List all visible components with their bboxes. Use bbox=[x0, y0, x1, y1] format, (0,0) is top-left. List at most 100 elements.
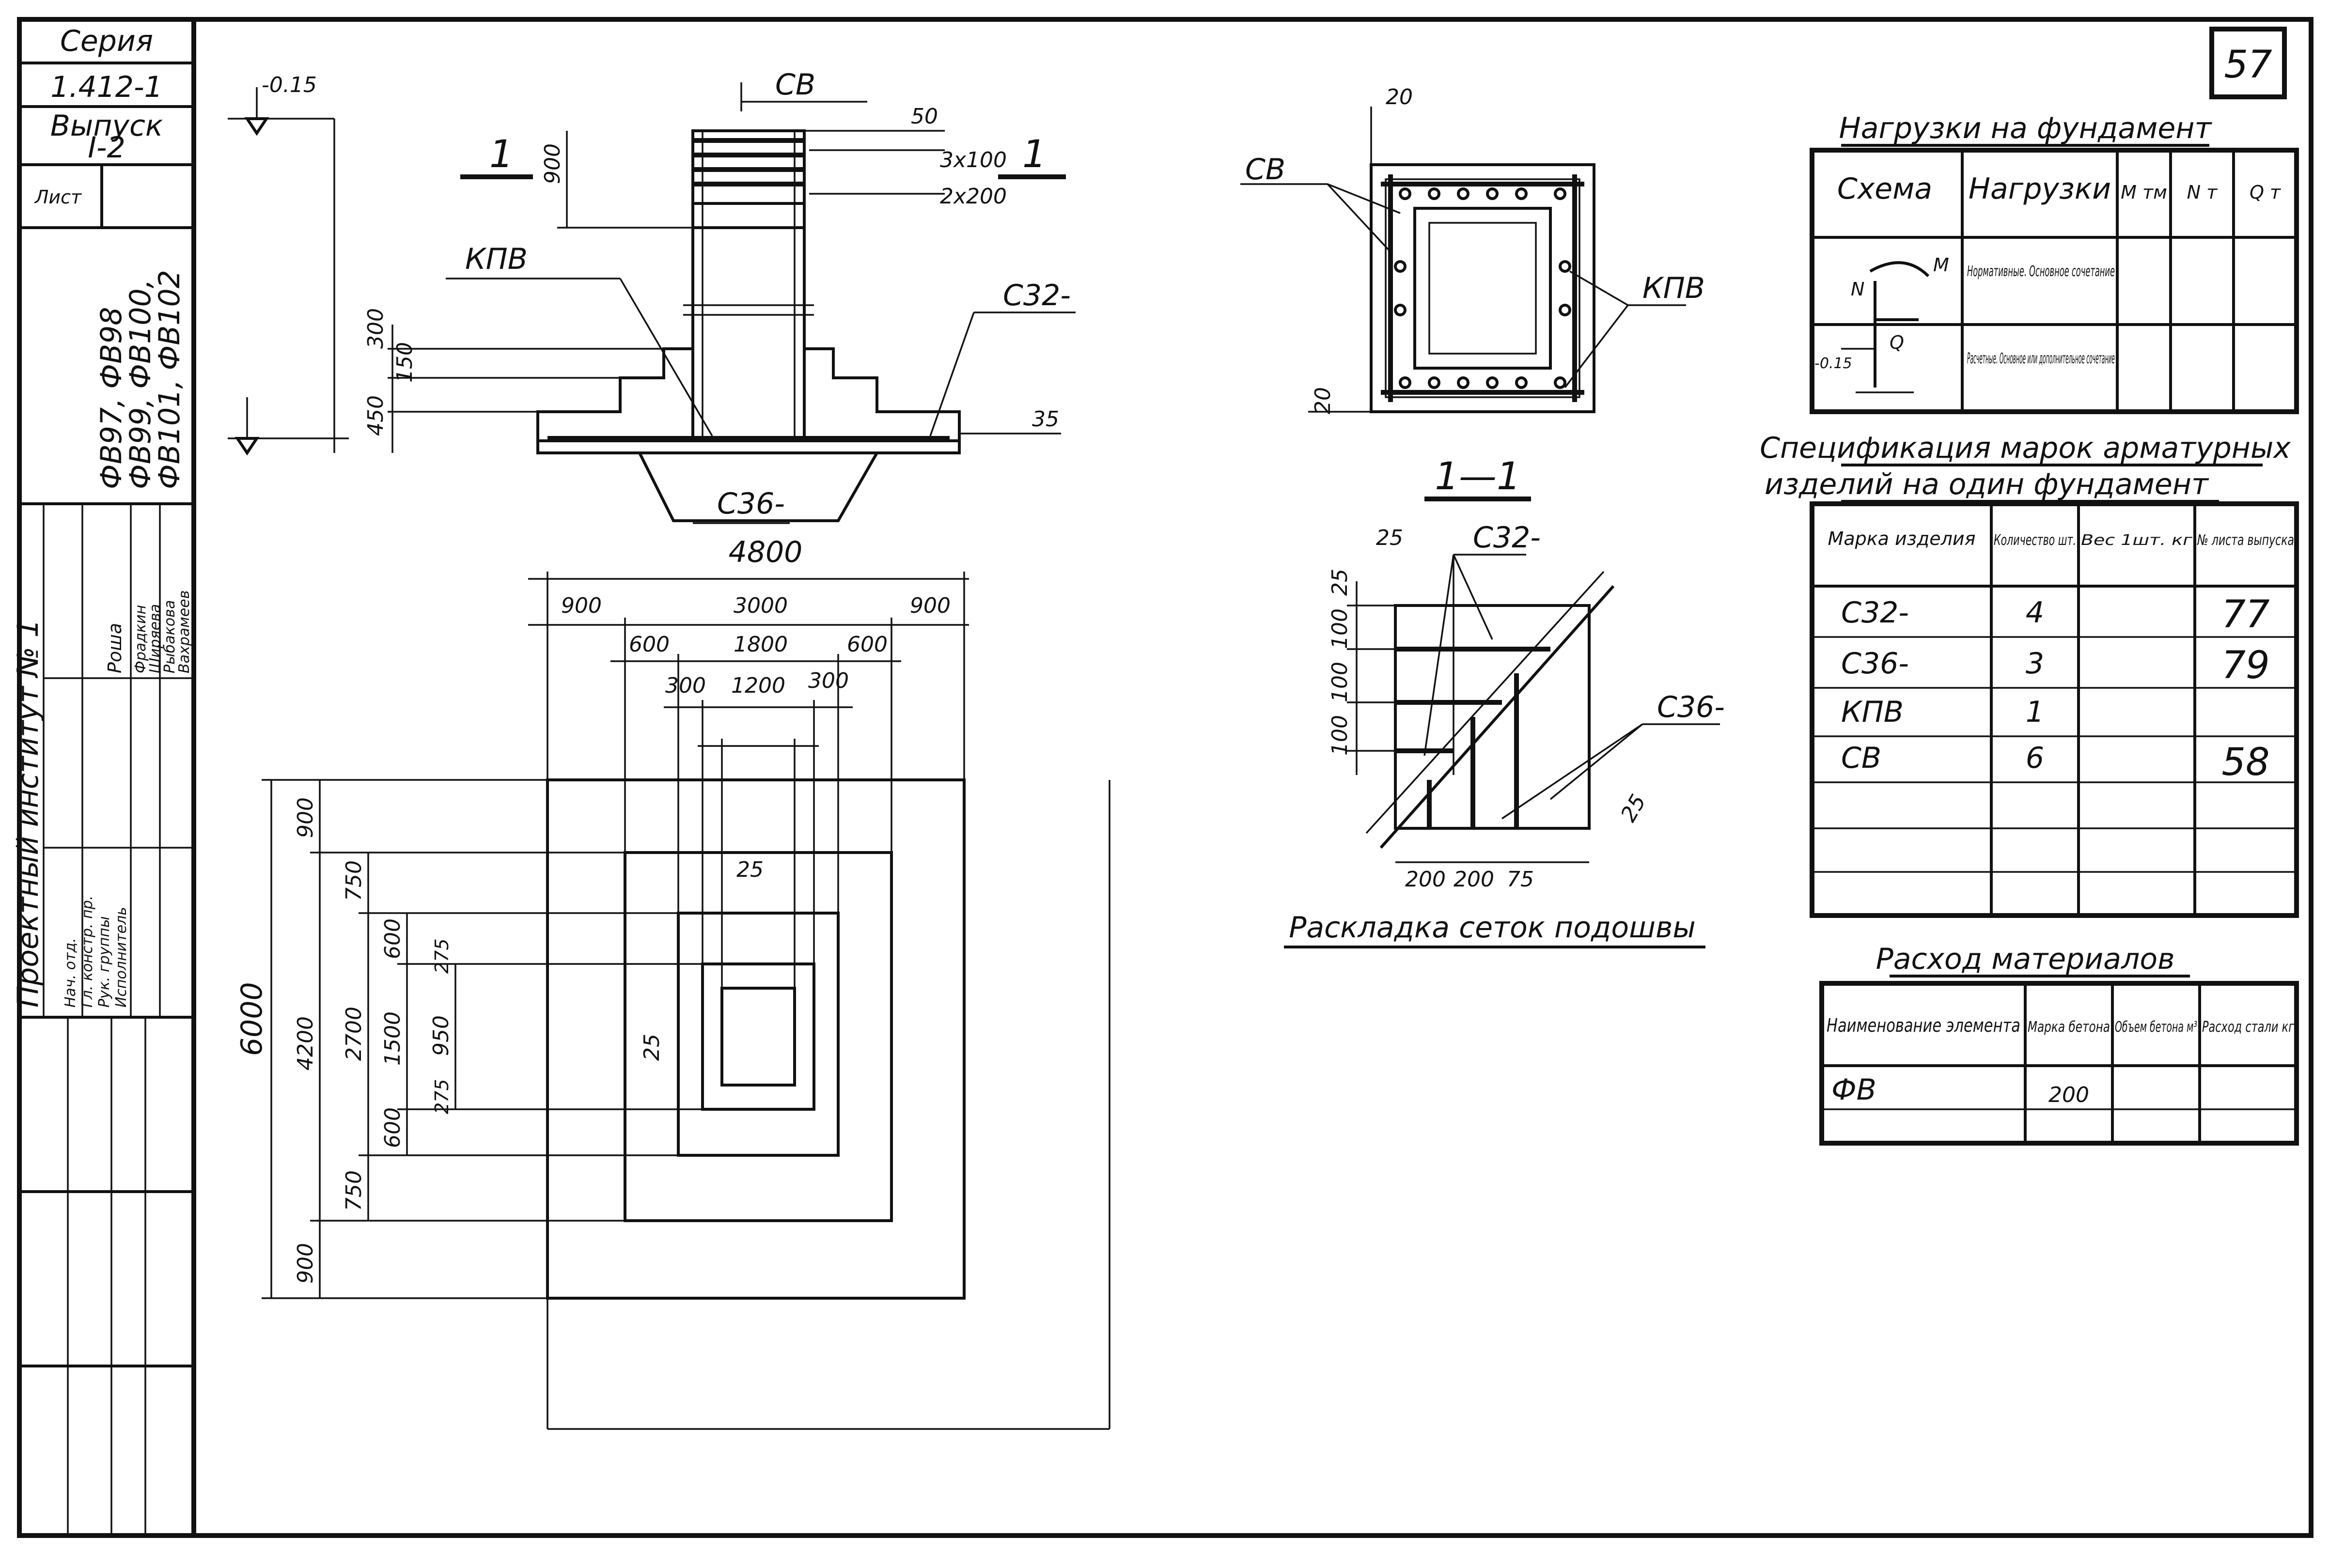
dim-450: 450 bbox=[363, 395, 388, 436]
spec-h-weight: Вес 1шт. кг bbox=[2081, 532, 2192, 549]
dim-20-top: 20 bbox=[1386, 85, 1413, 109]
institute-name: Проектный институт № 1 bbox=[11, 619, 45, 1008]
dim-300-a: 300 bbox=[665, 673, 706, 698]
schema-level: -0.15 bbox=[1814, 355, 1852, 372]
series-label: Серия bbox=[60, 24, 153, 58]
spec-r1-mark: С32- bbox=[1841, 596, 1909, 630]
dim-4200: 4200 bbox=[293, 1016, 318, 1071]
dim-750-b: 750 bbox=[342, 1170, 366, 1211]
spec-r4-mark: СВ bbox=[1841, 741, 1881, 775]
dim-900-b: 900 bbox=[910, 593, 951, 618]
label-cb-section: СВ bbox=[1245, 153, 1285, 186]
dim-25-c: 25 bbox=[1616, 791, 1651, 826]
dim-1200: 1200 bbox=[731, 673, 785, 698]
spec-r1-qty: 4 bbox=[2026, 596, 2044, 630]
loads-title: Нагрузки на фундамент bbox=[1839, 111, 2213, 145]
materials-table: Расход материалов Наименование элемента … bbox=[1819, 942, 2299, 1146]
mesh-caption: Раскладка сеток подошвы bbox=[1289, 911, 1696, 945]
dim-600-a: 600 bbox=[629, 632, 670, 657]
dim-4800: 4800 bbox=[729, 535, 803, 569]
spec-r1-sheet: 77 bbox=[2221, 593, 2269, 637]
column-section: СВ КПВ 20 20 bbox=[1240, 85, 1705, 414]
materials-h-steel: Расход стали кг bbox=[2202, 1019, 2294, 1036]
sheet-frame bbox=[17, 17, 2313, 1538]
spec-h-qty: Количество шт. bbox=[1994, 532, 2076, 549]
loads-h-schema: Схема bbox=[1837, 172, 1932, 206]
dim-750-a: 750 bbox=[342, 860, 366, 901]
section-1-1: 1—1 С32- С36- 25 25 100 100 100 200 200 … bbox=[1284, 455, 1725, 948]
spec-r3-mark: КПВ bbox=[1841, 695, 1904, 729]
dim-275-a: 275 bbox=[431, 938, 453, 974]
section-mark-right: 1 bbox=[1022, 133, 1047, 176]
dim-3000: 3000 bbox=[734, 593, 788, 618]
loads-h-q: Q т bbox=[2250, 182, 2282, 203]
name-3: Рыбакова bbox=[161, 600, 178, 673]
dim-200-b: 200 bbox=[1454, 867, 1494, 892]
label-cb: СВ bbox=[775, 68, 815, 102]
column-body bbox=[691, 129, 806, 442]
spec-title-2: изделий на один фундамент bbox=[1765, 467, 2209, 501]
section-1-1-mark: 1—1 bbox=[1435, 455, 1520, 498]
title-block: Серия 1.412-1 Выпуск I-2 Лист ФВ97, ФВ98… bbox=[11, 24, 194, 1536]
issue-value: I-2 bbox=[88, 131, 125, 165]
dim-50: 50 bbox=[911, 104, 938, 129]
spec-r4-sheet: 58 bbox=[2221, 741, 2269, 784]
dim-100-c: 100 bbox=[1328, 715, 1352, 756]
dim-6000: 6000 bbox=[235, 982, 269, 1056]
role-2: Гл. констр. пр. bbox=[79, 896, 96, 1008]
dim-300-b: 300 bbox=[808, 668, 849, 693]
dim-2700: 2700 bbox=[342, 1007, 366, 1061]
dim-900-c: 900 bbox=[293, 797, 318, 838]
materials-h-volume: Объем бетона м³ bbox=[2115, 1019, 2197, 1036]
foundation-plan: 4800 900 3000 900 600 1800 600 300 1200 … bbox=[235, 535, 1110, 1430]
dim-20-left: 20 bbox=[1311, 387, 1335, 414]
spec-table: Спецификация марок арматурных изделий на… bbox=[1760, 431, 2299, 918]
mesh-outline bbox=[1394, 604, 1591, 830]
page-number-box: 57 bbox=[2209, 27, 2287, 99]
level-marker-top bbox=[244, 117, 269, 136]
loads-h-n: N т bbox=[2187, 182, 2219, 203]
dim-25-b: 25 bbox=[1328, 569, 1352, 596]
dim-100-b: 100 bbox=[1328, 662, 1352, 702]
loads-h-m: M тм bbox=[2121, 182, 2167, 203]
plan-step-1 bbox=[546, 778, 966, 1300]
role-1: Нач. отд. bbox=[62, 938, 79, 1008]
dim-100-a: 100 bbox=[1328, 608, 1352, 649]
spec-r2-qty: 3 bbox=[2026, 647, 2044, 681]
loads-h-loads: Нагрузки bbox=[1969, 172, 2111, 206]
dim-275-b: 275 bbox=[431, 1079, 453, 1114]
label-c32-section: С32- bbox=[1473, 521, 1541, 555]
sheet-label: Лист bbox=[34, 186, 82, 208]
dim-150: 150 bbox=[392, 342, 417, 383]
foundation-elevation: -0.15 СВ КПВ С32- С36- bbox=[228, 68, 1076, 524]
dim-25-left: 25 bbox=[640, 1034, 664, 1061]
footing-base bbox=[536, 439, 961, 454]
loads-row-1: Нормативные. Основное сочетание bbox=[1967, 263, 2115, 280]
dim-3x100: 3х100 bbox=[940, 148, 1007, 172]
foundation-marks-3: ФВ101, ФВ102 bbox=[153, 270, 187, 489]
dim-600-c: 600 bbox=[380, 918, 405, 959]
spec-r4-qty: 6 bbox=[2026, 741, 2044, 775]
foundation-marks-2: ФВ99, ФВ100, bbox=[124, 279, 157, 489]
materials-h-name: Наименование элемента bbox=[1827, 1015, 2020, 1036]
name-1: Фрадкин bbox=[132, 605, 149, 673]
dim-25-a: 25 bbox=[1376, 526, 1403, 550]
dim-900: 900 bbox=[540, 143, 565, 184]
label-c36-section: С36- bbox=[1657, 690, 1725, 724]
dim-75: 75 bbox=[1507, 867, 1534, 892]
col-header: Роша bbox=[104, 623, 125, 673]
label-c36: С36- bbox=[717, 487, 785, 521]
spec-r3-qty: 1 bbox=[2026, 695, 2044, 729]
dim-600-d: 600 bbox=[380, 1107, 405, 1148]
section-mark-left: 1 bbox=[489, 133, 514, 176]
label-c32: С32- bbox=[1003, 279, 1071, 312]
plan-step-3 bbox=[677, 912, 840, 1157]
dim-950: 950 bbox=[429, 1015, 453, 1056]
plan-column bbox=[701, 963, 815, 1111]
role-4: Исполнитель bbox=[113, 907, 130, 1008]
loads-table: Нагрузки на фундамент Схема Нагрузки M т… bbox=[1810, 111, 2299, 414]
dim-600-b: 600 bbox=[847, 632, 888, 657]
materials-r1-grade: 200 bbox=[2048, 1083, 2089, 1107]
name-2: Ширяева bbox=[147, 604, 164, 673]
